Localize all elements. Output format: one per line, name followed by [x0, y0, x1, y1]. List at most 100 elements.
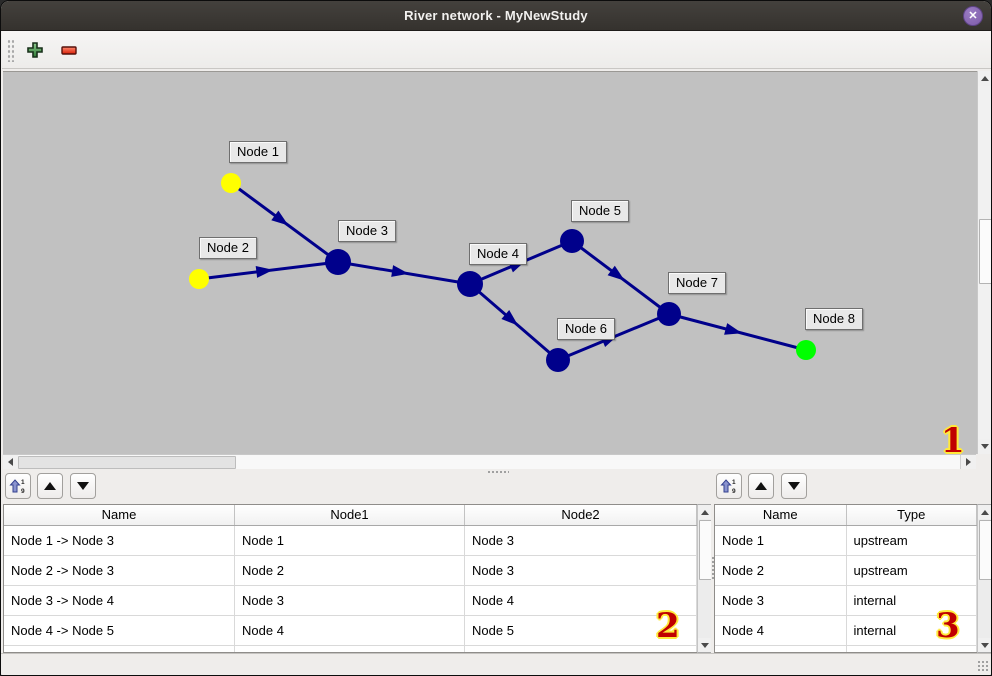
table-cell: Node 4 -> Node 5 [4, 616, 235, 645]
plus-icon [27, 41, 43, 58]
links-move-down-button[interactable] [70, 473, 96, 499]
canvas-horizontal-scrollbar[interactable] [3, 454, 976, 469]
node-label[interactable]: Node 5 [571, 200, 629, 222]
splitter-grip-icon [487, 470, 509, 474]
window-title: River network - MyNewStudy [404, 8, 588, 23]
scroll-up-button[interactable] [978, 505, 991, 519]
network-node[interactable] [189, 269, 209, 289]
minus-icon [61, 45, 77, 55]
table-cell [465, 646, 697, 652]
pane-splitter[interactable] [1, 469, 991, 474]
horizontal-scroll-thumb[interactable] [18, 456, 236, 469]
arrow-down-icon [700, 642, 709, 648]
table-cell: Node 4 [235, 616, 465, 645]
titlebar[interactable]: River network - MyNewStudy ✕ [1, 1, 991, 31]
column-header[interactable]: Name [4, 505, 235, 525]
river-network-canvas[interactable]: Node 1 Node 2 Node 3 Node 4 Node 5 Node 6 Node… [3, 71, 977, 454]
node-label[interactable]: Node 4 [469, 243, 527, 265]
column-header[interactable]: Name [715, 505, 847, 525]
network-node[interactable] [560, 229, 584, 253]
scroll-down-button[interactable] [698, 638, 711, 652]
scroll-left-button[interactable] [3, 455, 18, 469]
links-move-up-button[interactable] [37, 473, 63, 499]
node-label[interactable]: Node 3 [338, 220, 396, 242]
canvas-vertical-scrollbar[interactable] [977, 71, 991, 454]
node-label[interactable]: Node 2 [199, 237, 257, 259]
scroll-down-button[interactable] [978, 638, 991, 652]
table-cell: Node 1 [235, 526, 465, 555]
node-label[interactable]: Node 8 [805, 308, 863, 330]
table-cell: internal [847, 616, 977, 645]
down-triangle-icon [788, 482, 800, 490]
network-node[interactable] [221, 173, 241, 193]
table-cell: upstream [847, 556, 977, 585]
table-cell: Node 2 [715, 556, 847, 585]
table-cell: upstream [847, 526, 977, 555]
scroll-up-button[interactable] [978, 71, 991, 86]
nodes-sort-button[interactable]: 1 9 [716, 473, 742, 499]
arrow-up-icon [981, 76, 989, 81]
scroll-right-button[interactable] [960, 455, 976, 469]
table-splitter[interactable] [711, 473, 715, 653]
arrow-up-icon [700, 509, 709, 515]
network-node[interactable] [796, 340, 816, 360]
arrow-right-icon [966, 458, 971, 466]
close-button[interactable]: ✕ [963, 6, 983, 26]
svg-text:1: 1 [732, 479, 736, 486]
add-button[interactable] [22, 37, 48, 63]
table-cell: Node 4 [715, 616, 847, 645]
annotation-canvas: 1 [941, 421, 965, 454]
scroll-up-button[interactable] [698, 505, 711, 519]
network-node[interactable] [457, 271, 483, 297]
edge-arrow-icon [255, 266, 274, 278]
svg-text:9: 9 [732, 488, 736, 494]
table-cell: Node 1 [715, 526, 847, 555]
node-label[interactable]: Node 6 [557, 318, 615, 340]
toolbar-grip-handle[interactable] [7, 37, 14, 62]
network-node[interactable] [657, 302, 681, 326]
table-cell: Node 3 [465, 556, 697, 585]
table-cell: Node 3 -> Node 4 [4, 586, 235, 615]
scroll-down-button[interactable] [978, 439, 991, 454]
arrow-down-icon [981, 444, 989, 449]
table-row-partial[interactable] [4, 646, 697, 652]
node-label[interactable]: Node 7 [668, 272, 726, 294]
column-header[interactable]: Type [847, 505, 977, 525]
edge-arrow-icon [271, 210, 289, 226]
table-cell: Node 4 [465, 586, 697, 615]
network-node[interactable] [325, 249, 351, 275]
column-header[interactable]: Node1 [235, 505, 465, 525]
table-row-partial[interactable] [715, 646, 977, 652]
status-bar [1, 653, 991, 675]
node-label[interactable]: Node 1 [229, 141, 287, 163]
edge-arrow-icon [607, 265, 625, 281]
arrow-up-icon [980, 509, 989, 515]
nodes-move-down-button[interactable] [781, 473, 807, 499]
network-node[interactable] [546, 348, 570, 372]
nodes-table-scrollbar[interactable] [977, 504, 991, 653]
links-table-scrollbar[interactable] [697, 504, 712, 653]
column-header[interactable]: Node2 [465, 505, 697, 525]
edge-arrow-icon [724, 323, 743, 335]
table-cell: Node 3 [235, 586, 465, 615]
vertical-scroll-thumb[interactable] [979, 219, 991, 284]
vertical-scroll-thumb[interactable] [979, 520, 991, 580]
annotation-links-table: 2 [656, 606, 680, 646]
links-sort-button[interactable]: 1 9 [5, 473, 31, 499]
remove-button[interactable] [56, 37, 82, 63]
resize-grip-icon[interactable] [977, 660, 989, 672]
down-triangle-icon [77, 482, 89, 490]
nodes-move-up-button[interactable] [748, 473, 774, 499]
table-cell [715, 646, 847, 652]
edge-arrow-icon [391, 265, 409, 277]
